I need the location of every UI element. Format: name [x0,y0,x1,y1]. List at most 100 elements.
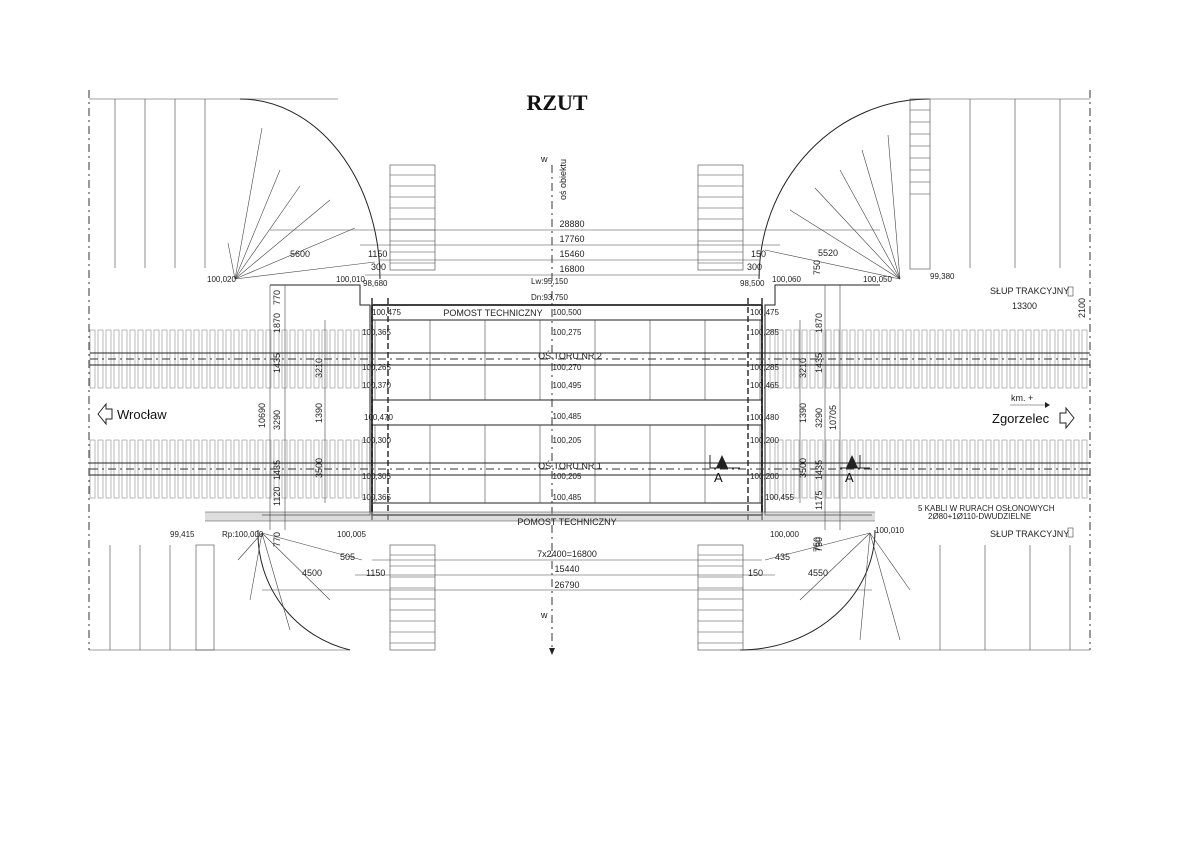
section-label-left: A [714,470,723,485]
level-r285b: 100,285 [750,363,779,372]
level-100010b: 100,010 [875,526,904,535]
dim-1150-bottom: 1150 [366,568,385,578]
dim-5520: 5520 [818,248,838,258]
level-l305: 100,305 [362,472,391,481]
dim-300-top-left: 300 [371,262,386,272]
stairs [389,164,744,651]
level-r455: 100,455 [765,493,794,502]
level-98680: 98,680 [363,279,388,288]
deck-girders [374,320,761,503]
level-c275: 100,275 [553,328,582,337]
rdim-3290: 3290 [814,408,824,428]
level-c485b: 100,485 [553,493,582,502]
dim-4550: 4550 [808,568,828,578]
rdim-3500: 3500 [798,458,808,478]
ldim-1435b: 1435 [272,460,282,480]
track-2-axis-label: OŚ TORU NR 2 [538,350,602,361]
platform-top-label: POMOST TECHNICZNY [443,308,542,318]
level-l470: 100,470 [364,413,393,422]
level-c485: 100,485 [553,412,582,421]
dim-750-bottom: 750 [812,537,822,552]
rdim-1435b: 1435 [814,460,824,480]
dim-750-top: 750 [812,260,822,275]
dim-bottom-15440: 15440 [554,564,579,574]
rdim-1435a: 1435 [814,353,824,373]
rdim-3210: 3210 [798,358,808,378]
level-rp: Rp:100,000 [222,530,264,539]
arrow-west [97,402,113,426]
dim-435: 435 [775,552,790,562]
ldim-770b: 770 [272,532,282,547]
level-100010a: 100,010 [336,275,365,284]
embankment-bottom-right [739,529,1071,651]
ldim-1435a: 1435 [272,353,282,373]
dim-top-17760: 17760 [559,234,584,244]
embankment-top-left [114,98,381,280]
rdim-10705: 10705 [828,405,838,430]
section-marker-left [709,455,740,469]
axis-marker-bottom: w [540,610,548,620]
track-1-axis-label: OŚ TORU NR 1 [538,460,602,471]
direction-east-label: Zgorzelec [992,411,1050,426]
level-r285: 100,285 [750,328,779,337]
dim-1150-top-left: 1150 [368,249,387,259]
dim-2100: 2100 [1077,298,1087,318]
level-dn: Dn:93,750 [531,293,568,302]
dim-bottom-26790: 26790 [554,580,579,590]
dim-bottom-7x2400: 7x2400=16800 [537,549,597,559]
level-c270: 100,270 [553,363,582,372]
level-l370: 100,370 [362,381,391,390]
level-r200b: 100,200 [750,472,779,481]
level-r465: 100,465 [750,381,779,390]
rdim-1175: 1175 [814,491,824,510]
sheet-frame [88,90,1091,651]
pole-top-symbol [1067,286,1074,297]
level-100005: 100,005 [337,530,366,539]
dim-top-15460: 15460 [559,249,584,259]
level-99415: 99,415 [170,530,195,539]
technical-platform-bottom [205,512,875,521]
level-c495: 100,495 [553,381,582,390]
axis-arrow-bottom [549,648,555,655]
km-label: km. + [1011,393,1033,403]
section-label-right: A [845,470,854,485]
arrow-east [1059,406,1075,430]
cables-note-line1: 5 KABLI W RURACH OSŁONOWYCH [918,504,1055,513]
level-99380: 99,380 [930,272,955,281]
ldim-1390: 1390 [314,403,324,423]
level-l300: 100,300 [362,436,391,445]
dim-top-16800: 16800 [559,264,584,274]
platform-bottom-label: POMOST TECHNICZNY [517,517,616,527]
section-marker-right [840,455,870,469]
level-lw: Lw:95,150 [531,277,568,286]
dim-150-bottom: 150 [748,568,763,578]
level-l365: 100,365 [362,328,391,337]
ldim-10690: 10690 [257,403,267,428]
drawing-title: RZUT [526,90,587,115]
axis-marker-top: w [540,154,548,164]
dim-150-top-right: 150 [751,249,766,259]
pole-bottom-symbol [1067,527,1074,538]
ldim-3290: 3290 [272,410,282,430]
dim-300-top-right: 300 [747,262,762,272]
ldim-3500: 3500 [314,458,324,478]
level-100000: 100,000 [770,530,799,539]
level-r475: 100,475 [750,308,779,317]
ldim-1870: 1870 [272,313,282,333]
level-100050: 100,050 [863,275,892,284]
level-98500: 98,500 [740,279,765,288]
level-c205: 100,205 [553,436,582,445]
ldim-1120: 1120 [272,487,282,506]
embankment-bottom-left [109,529,363,651]
rdim-1870: 1870 [814,313,824,333]
dim-5600: 5600 [290,249,310,259]
embankment-top-right [758,98,1061,280]
level-r200: 100,200 [750,436,779,445]
pole-bottom-label: SŁUP TRAKCYJNY [990,529,1069,539]
ldim-3210: 3210 [314,358,324,378]
top-dimensions [270,229,880,276]
level-l475: 100,475 [372,308,401,317]
level-l365b: 100,365 [362,493,391,502]
right-vertical-dims [799,285,841,530]
